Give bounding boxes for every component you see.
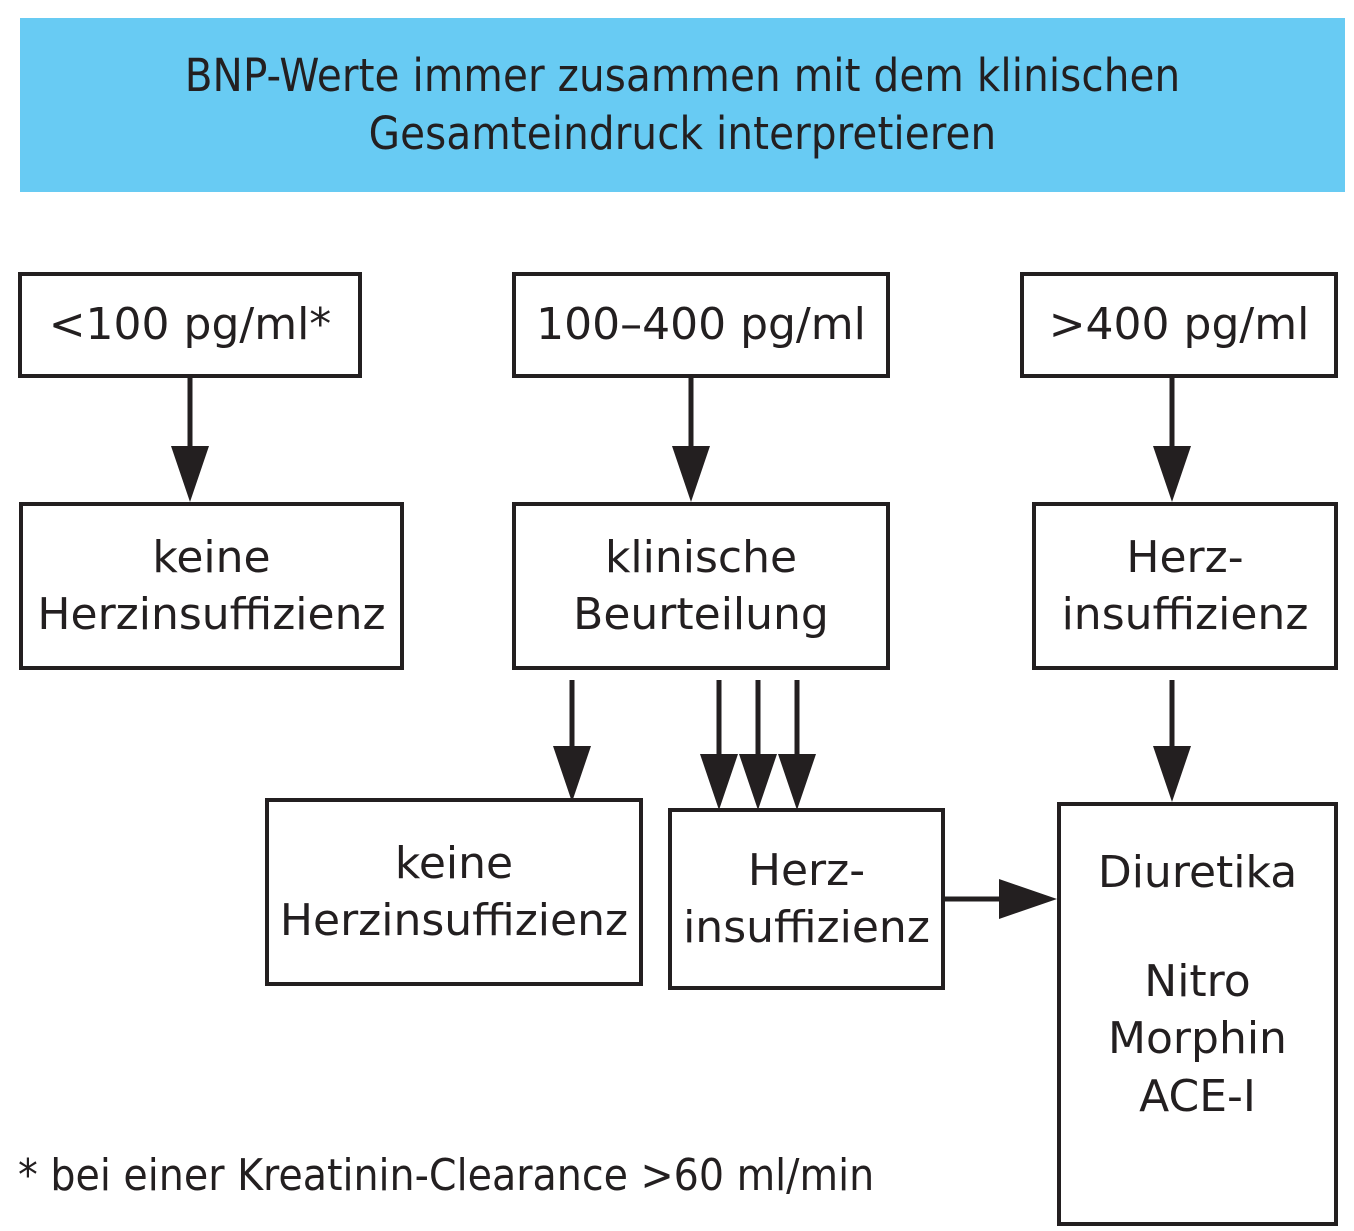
node-heart-failure-mid: Herz- insuffizienz xyxy=(668,808,945,990)
node-bnp-mid: 100–400 pg/ml xyxy=(512,272,890,378)
node-no-hf-left-line-1: keine xyxy=(152,531,271,583)
node-no-heart-failure-left: keine Herzinsuffizienz xyxy=(19,502,404,670)
arrow-clinical-to-hf-3-icon xyxy=(777,680,817,810)
node-bnp-low-label: <100 pg/ml* xyxy=(48,299,332,351)
node-hf-right-line-1: Herz- xyxy=(1126,531,1244,583)
node-hf-mid-line-2: insuffizienz xyxy=(683,902,930,953)
node-therapy-line-4: ACE-I xyxy=(1139,1070,1256,1122)
node-bnp-high: >400 pg/ml xyxy=(1020,272,1338,378)
node-hf-mid-line-1: Herz- xyxy=(747,844,866,896)
arrow-hf-right-to-therapy-icon xyxy=(1152,680,1192,802)
node-therapy: Diuretika Nitro Morphin ACE-I xyxy=(1057,802,1338,1226)
node-bnp-mid-label: 100–400 pg/ml xyxy=(536,299,866,351)
therapy-spacer xyxy=(1067,901,1328,953)
node-no-hf-mid-line-1: keine xyxy=(394,837,514,889)
node-no-hf-mid-line-2: Herzinsuffizienz xyxy=(279,895,629,946)
node-bnp-high-label: >400 pg/ml xyxy=(1048,299,1310,351)
node-no-hf-left-line-2: Herzinsuffizienz xyxy=(37,589,386,640)
arrow-clinical-to-no-hf-icon xyxy=(552,680,592,802)
arrow-hf-mid-to-therapy-icon xyxy=(945,878,1057,920)
banner-title-text: BNP-Werte immer zusammen mit dem klinisc… xyxy=(155,47,1211,164)
node-therapy-line-2: Nitro xyxy=(1144,956,1251,1008)
node-clinical-evaluation-line-1: klinische xyxy=(604,531,798,583)
arrow-bnp-mid-to-clinical-icon xyxy=(671,378,711,502)
node-bnp-low: <100 pg/ml* xyxy=(18,272,362,378)
diagram-title-banner: BNP-Werte immer zusammen mit dem klinisc… xyxy=(20,18,1345,192)
node-clinical-evaluation-line-2: Beurteilung xyxy=(573,589,829,640)
banner-title-line-1: BNP-Werte immer zusammen mit dem klinisc… xyxy=(184,48,1181,102)
node-therapy-line-3: Morphin xyxy=(1108,1013,1287,1065)
arrow-clinical-to-hf-2-icon xyxy=(738,680,778,810)
arrow-clinical-to-hf-1-icon xyxy=(699,680,739,810)
arrow-bnp-high-to-hf-icon xyxy=(1152,378,1192,502)
banner-title-line-2: Gesamteindruck interpretieren xyxy=(368,107,997,160)
arrow-bnp-low-to-no-hf-icon xyxy=(170,378,210,502)
node-heart-failure-right: Herz- insuffizienz xyxy=(1032,502,1338,670)
node-hf-right-line-2: insuffizienz xyxy=(1061,589,1309,640)
node-no-heart-failure-mid: keine Herzinsuffizienz xyxy=(265,798,643,986)
node-therapy-line-1: Diuretika xyxy=(1097,847,1298,898)
node-clinical-evaluation: klinische Beurteilung xyxy=(512,502,890,670)
footnote-text: * bei einer Kreatinin-Clearance >60 ml/m… xyxy=(18,1150,875,1201)
